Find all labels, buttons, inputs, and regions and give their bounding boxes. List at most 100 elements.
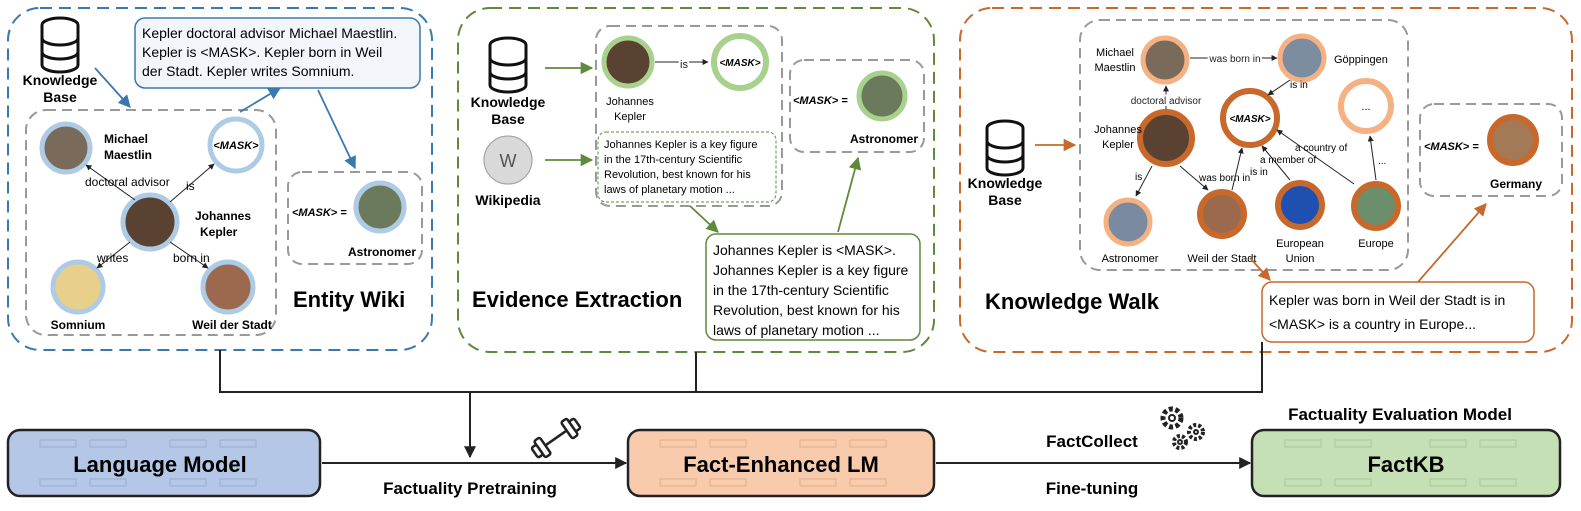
node-label: Michael [104,132,148,146]
evidence-line: in the 17th-century Scientific [713,282,889,298]
node-label: Johannes [195,209,251,223]
node-label: Kepler [614,111,646,123]
node-label: Johannes [1094,124,1142,136]
graph-to-walk-arrow [1249,257,1271,281]
edge-label: a country of [1295,143,1347,154]
answer-box [789,59,925,153]
edge-arrow [96,241,131,269]
entity-text-line: der Stadt. Kepler writes Somnium. [142,63,354,79]
evidence-text-box [705,233,921,341]
language-model-label: Language Model [73,452,247,477]
edge-label: a member of [1260,155,1316,166]
panel-connectors [219,342,1263,459]
edge-label: doctoral advisor [1131,96,1202,107]
node-label: Union [1286,253,1315,265]
edge-label: is in [1250,167,1268,178]
node-label: Kepler [1102,139,1134,151]
europe-node [1351,181,1401,231]
evidence-line: laws of planetary motion ... [713,322,880,338]
mask-label: <MASK> [1229,114,1270,125]
panel-title: Entity Wiki [293,287,405,312]
graph-to-text-arrow [239,87,282,113]
graph-box [1079,19,1409,271]
somnium-node [50,259,106,315]
eu-node [1275,180,1325,230]
factkb-label: FactKB [1367,452,1444,477]
answer-label: Germany [1490,177,1542,191]
evidence-arrow [689,205,719,233]
mask-node [1220,88,1280,148]
evidence-extraction-panel: Knowledge Base W Wikipedia Johannes Kepl… [457,7,935,353]
edge-arrow [1367,135,1377,181]
kepler-node [1137,109,1195,167]
edge-label: doctoral advisor [85,175,170,189]
snippet-line: Revolution, best known for his [604,169,751,181]
snippet-line: Johannes Kepler is a key figure [604,139,757,151]
database-icon [985,119,1025,177]
node-label: Michael [1096,47,1134,59]
node-label: ... [1361,101,1370,113]
edge-label: is [1135,172,1142,183]
answer-box [287,171,423,265]
evidence-line: Johannes Kepler is a key figure [713,262,909,278]
node-label: European [1276,238,1324,250]
edge-arrow [1135,165,1153,197]
edge-label: is in [1290,80,1308,91]
node-label: Europe [1358,238,1393,250]
astronomer-node [856,70,908,122]
node-label: Astronomer [1102,253,1159,265]
edge-label: ... [1378,156,1386,167]
evidence-box [595,25,783,207]
maestlin-node [39,121,93,175]
answer-box [1419,103,1563,197]
node-label: Somnium [51,318,106,332]
edge-label: was born in [1208,54,1260,65]
snippet-line: laws of planetary motion ... [604,184,735,196]
mask-label: <MASK> [213,140,259,152]
edge-arrow [1267,79,1291,96]
evidence-line: Revolution, best known for his [713,302,900,318]
edge-label: writes [96,251,128,265]
kb-label: Base [491,111,525,127]
kb-label: Base [43,89,77,105]
entity-text-line: Kepler is <MASK>. Kepler born in Weil [142,44,382,60]
kb-label: Base [988,192,1022,208]
database-icon [488,36,528,94]
evidence-line: Johannes Kepler is <MASK>. [713,242,896,258]
kepler-node [601,35,655,89]
edge-label: is [680,59,688,71]
kepler-node [120,192,180,252]
edge-label: was born in [1198,173,1250,184]
dumbbell-icon [530,417,582,459]
node-label: Johannes [606,96,654,108]
node-label: Weil der Stadt [1188,253,1257,265]
node-label: Kepler [200,225,238,239]
database-icon [40,16,80,74]
astronomer-node [353,180,407,234]
kb-label: Knowledge [23,72,98,88]
pretrain-label: Factuality Pretraining [383,479,557,498]
snippet-line: in the 17th-century Scientific [604,154,743,166]
edge-arrow [169,163,215,203]
edge-label: is [186,179,195,193]
pipeline: Language Model Factuality Pretraining Fa… [6,405,1562,498]
answer-arrow [837,156,862,233]
panel-title: Evidence Extraction [472,287,682,312]
edge-arrow [1179,165,1209,191]
goppingen-node [1277,33,1327,83]
walk-line: <MASK> is a country in Europe... [1269,316,1476,332]
answer-label: Astronomer [850,132,918,146]
node-label: Maestlin [1095,62,1136,74]
walk-to-answer-arrow [1417,203,1487,283]
answer-mask: <MASK> = [1424,141,1479,153]
edge-arrow [1276,129,1355,185]
mask-node [207,116,265,174]
edge-label: born in [173,251,210,265]
edge-arrow [1231,147,1244,191]
kb-label: Knowledge [968,175,1043,191]
node-label: Maestlin [104,148,152,162]
entity-text-line: Kepler doctoral advisor Michael Maestlin… [142,25,397,41]
fact-enhanced-lm-label: Fact-Enhanced LM [683,452,879,477]
graph-box [25,109,277,336]
